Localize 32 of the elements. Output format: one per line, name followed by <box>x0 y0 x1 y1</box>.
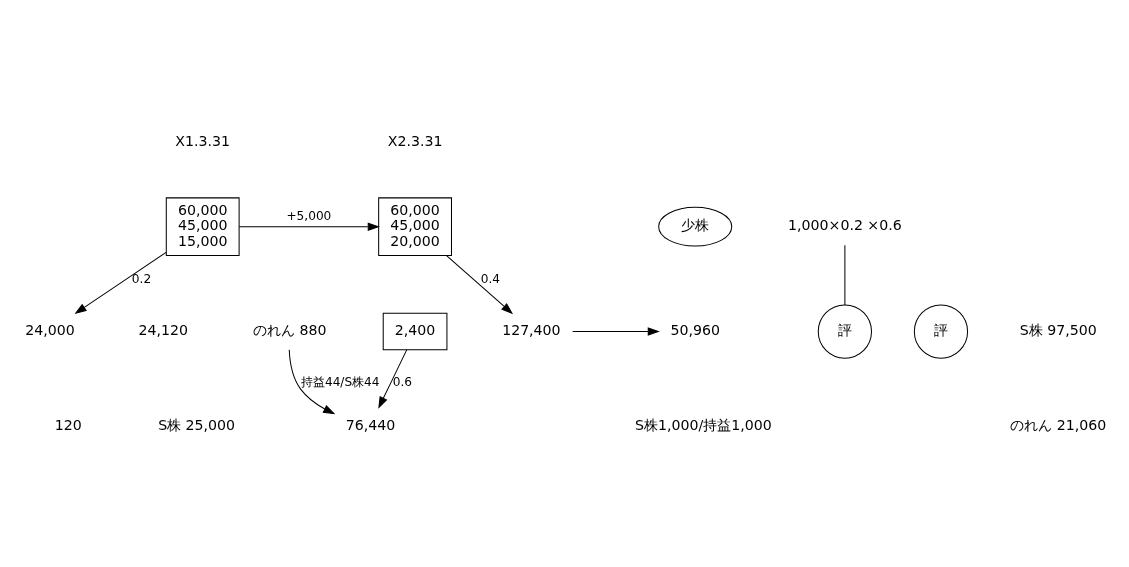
edge-label: 0.2 <box>131 271 152 286</box>
node-box: 60,000 45,000 15,000 <box>165 196 240 256</box>
node-label: X1.3.31 <box>175 132 231 149</box>
node-label: X2.3.31 <box>387 132 443 149</box>
label: のれん 21,060 <box>1010 415 1107 432</box>
label: 120 <box>54 415 82 432</box>
node-text: 76,440 <box>345 415 396 432</box>
node-circle: 評 <box>913 303 969 359</box>
node-ellipse: 少株 <box>658 206 733 247</box>
label: 24,120 <box>138 321 188 338</box>
node-text: 24,000 <box>25 321 75 338</box>
edge-label: 持益44/S株44 <box>300 374 380 389</box>
node-circle: 評 <box>817 303 873 359</box>
node-box: 60,000 45,000 20,000 <box>378 196 452 256</box>
label: S株 25,000 <box>158 415 236 432</box>
arrow <box>288 348 336 414</box>
node-box: 2,400 <box>382 312 448 350</box>
node-text: 1,000×0.2 ×0.6 <box>788 216 902 233</box>
edge-label: +5,000 <box>286 208 332 223</box>
connector <box>844 244 846 305</box>
label: S株 97,500 <box>1019 321 1097 338</box>
arrow <box>378 348 408 409</box>
arrow <box>572 326 660 336</box>
node-text: のれん 880 <box>252 321 327 338</box>
arrow <box>74 251 167 314</box>
arrow <box>238 221 380 231</box>
node-text: 127,400 <box>502 321 561 338</box>
node-text: 50,960 <box>670 321 720 338</box>
arrow <box>446 254 514 314</box>
edge-label: 0.6 <box>392 374 413 389</box>
edge-label: 0.4 <box>480 271 501 286</box>
label: S株1,000/持益1,000 <box>634 415 772 432</box>
